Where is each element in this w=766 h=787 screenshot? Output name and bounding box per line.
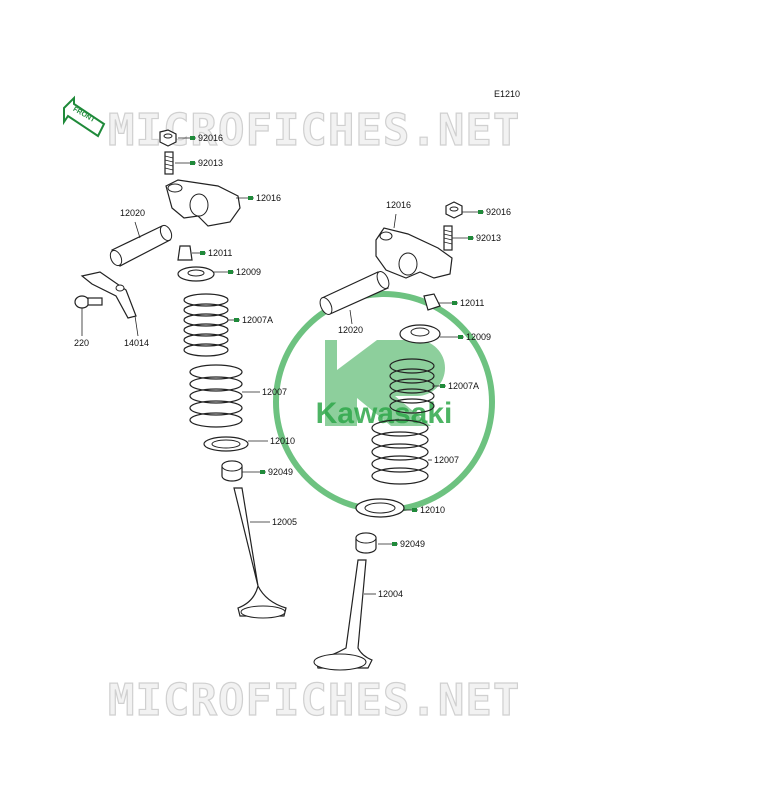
right-retainer [399,324,441,344]
right-valve [313,559,373,671]
part-label: 12009 [466,332,491,342]
part-label: 12011 [460,298,484,308]
part-label: 92016 [198,133,223,143]
part-label: 92013 [476,233,501,243]
part-label: 12004 [378,589,403,599]
part-label: 92049 [268,467,293,477]
part-label: 12011 [208,248,232,258]
part-label: 12005 [272,517,297,527]
right-cotter [423,293,441,311]
right-rocker-arm [375,227,453,279]
left-adjust-screw [164,151,174,175]
left-rocker-arm [165,179,241,227]
left-leaders [81,137,270,523]
part-label: 12009 [236,267,261,277]
brand-logo: Kawasaki [273,291,495,513]
left-retainer [177,266,215,282]
part-label: 220 [74,338,89,348]
right-nut [445,201,463,219]
part-label: 92013 [198,158,223,168]
part-label: 12010 [270,436,295,446]
right-inner-spring [389,358,435,414]
left-cotter [177,245,193,261]
left-labels: 92016 92013 12016 12020 12011 12009 1200… [74,133,297,527]
watermark-bottom: MICROFICHES.NET [108,675,520,726]
left-spring-seat [203,436,249,452]
left-inner-spring [183,293,229,357]
part-label: 14014 [124,338,149,348]
right-labels: 12016 92016 92013 12011 12020 12009 1200… [338,200,511,599]
left-valve [233,487,287,619]
part-label: 92049 [400,539,425,549]
front-arrow-icon: FRONT [63,95,106,138]
left-valve-seal [221,460,243,482]
left-nut [159,129,177,147]
part-label: 12016 [256,193,281,203]
right-valve-seal [355,532,377,554]
diagram-code: E1210 [494,89,520,99]
brand-name: Kawasaki [316,397,453,430]
left-bolt [74,295,103,309]
part-label: 12007A [448,381,479,391]
part-label: 12007A [242,315,273,325]
part-label: 12020 [120,208,145,218]
part-label: 12007 [262,387,287,397]
part-label: 12016 [386,200,411,210]
part-label: 12010 [420,505,445,515]
left-plate [80,271,137,319]
right-outer-spring [371,419,429,485]
part-label: 92016 [486,207,511,217]
right-rocker-shaft [319,271,390,315]
left-outer-spring [189,364,243,428]
left-rocker-shaft [109,224,173,267]
part-label: 12020 [338,325,363,335]
part-label: 12007 [434,455,459,465]
watermark-top: MICROFICHES.NET [108,105,520,156]
right-adjust-screw [443,225,453,251]
right-spring-seat [355,498,405,518]
